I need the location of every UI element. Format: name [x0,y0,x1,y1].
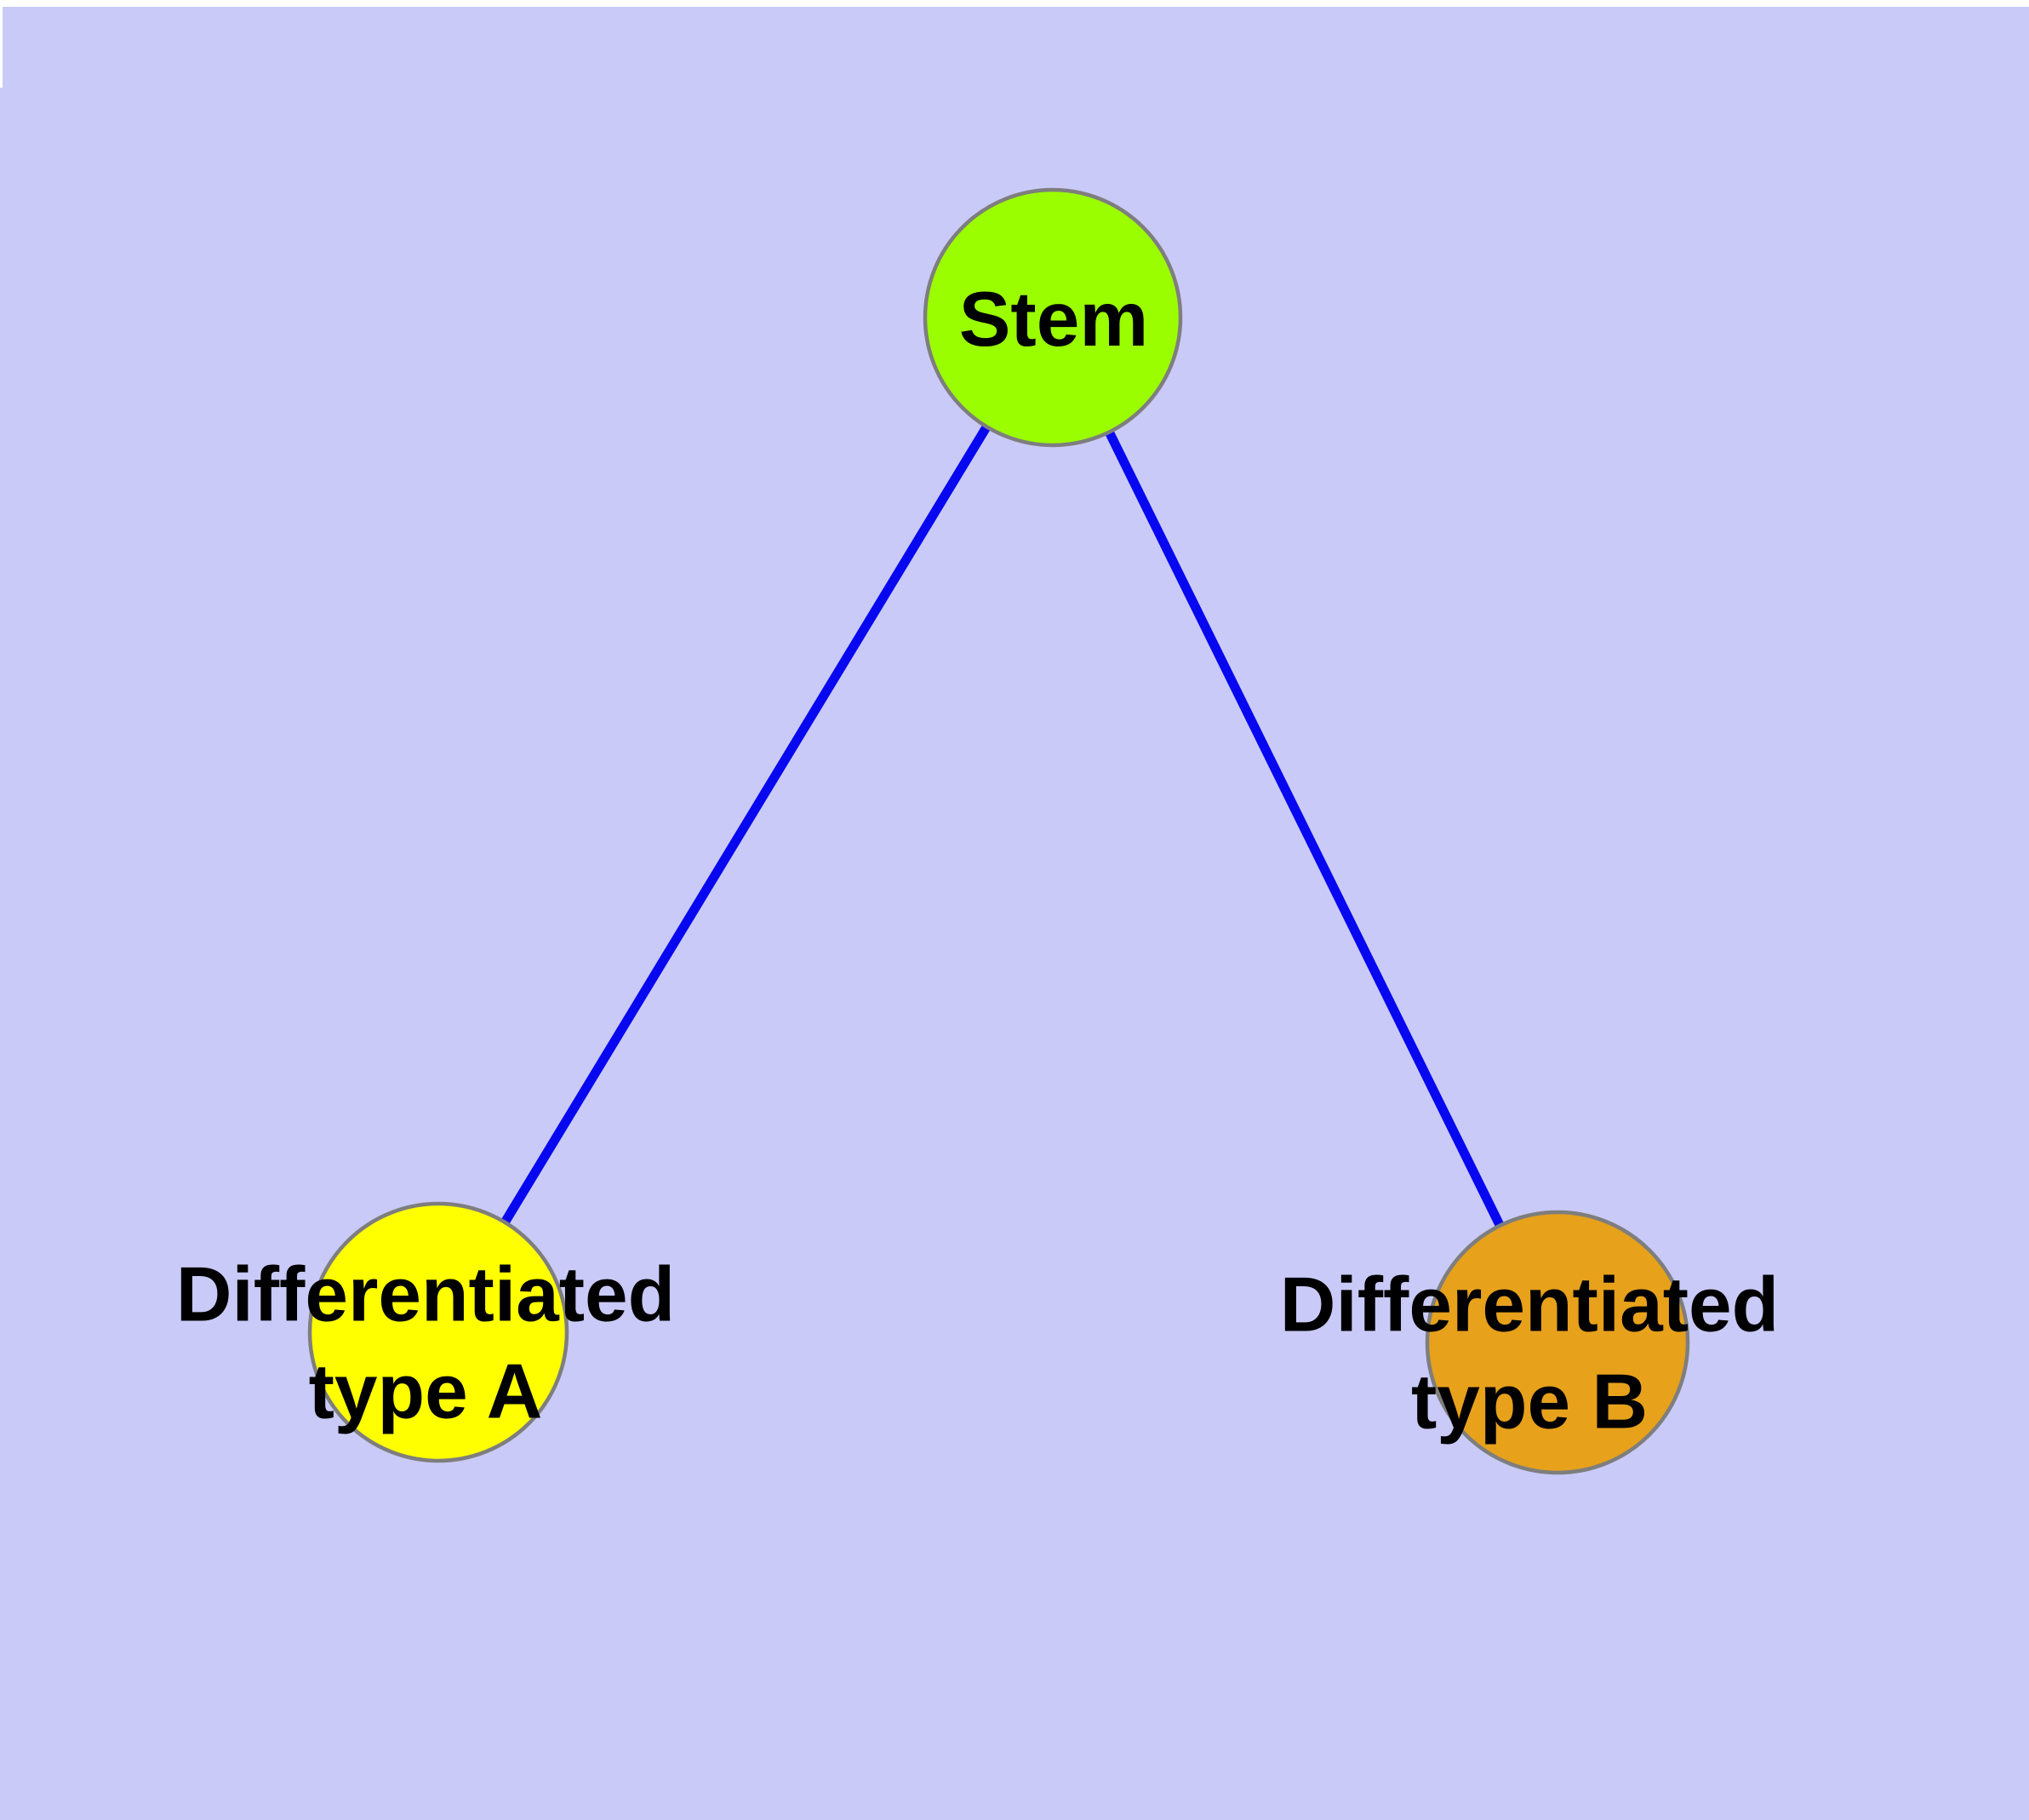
node-type-b-circle [1425,1210,1690,1475]
node-label-type-a: Differentiated type A [176,1246,676,1440]
node-label-type-b-line2: type B [1410,1359,1649,1445]
edge-stem-to-type-b [1049,315,1562,1345]
node-label-type-b-line1: Differentiated [1279,1262,1780,1348]
node-stem-circle [923,187,1183,448]
node-label-type-b: Differentiated type B [1280,1256,1780,1451]
node-type-a-circle [307,1201,569,1463]
node-label-type-a-line1: Differentiated [175,1251,676,1338]
node-label-type-a-line2: type A [308,1348,543,1434]
edge-stem-to-type-a [434,315,1057,1335]
margin-sliver [0,7,3,88]
node-label-stem: Stem [958,277,1149,363]
